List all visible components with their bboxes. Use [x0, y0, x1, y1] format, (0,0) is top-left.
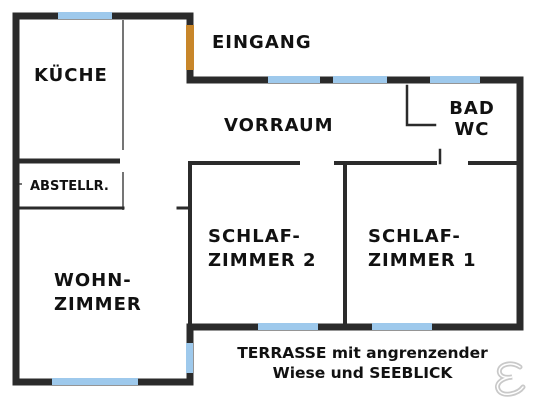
room-bad-line2: WC [454, 118, 490, 140]
room-schlafzimmer-2-line1: SCHLAF- [208, 226, 301, 247]
room-wohnzimmer-line2: ZIMMER [54, 293, 142, 315]
opening-kitchen [120, 150, 126, 172]
terrace-caption-line2: Wiese und SEEBLICK [272, 363, 453, 382]
window-living-bottom [52, 378, 138, 385]
room-abstellraum: ABSTELLR. [30, 179, 109, 194]
windows [52, 12, 480, 385]
room-schlafzimmer-1: SCHLAF- ZIMMER 1 [368, 226, 477, 271]
room-schlafzimmer-2-line2: ZIMMER 2 [208, 249, 317, 271]
room-kueche: KÜCHE [34, 65, 108, 86]
watermark-logo-icon [495, 361, 526, 397]
window-hall-1 [268, 76, 320, 83]
opening-bedrooms [300, 160, 334, 166]
room-bad-wc: BAD WC [442, 98, 502, 140]
room-schlafzimmer-2: SCHLAF- ZIMMER 2 [208, 226, 317, 271]
window-bedroom1-bottom [372, 323, 432, 330]
window-living-east [186, 343, 193, 373]
wall-bath-west [405, 84, 437, 127]
window-bedroom2-bottom [258, 323, 318, 330]
entrance-door [186, 25, 194, 70]
window-kitchen-top [58, 12, 112, 19]
room-vorraum: VORRAUM [224, 115, 334, 136]
window-bath [430, 76, 480, 83]
label-eingang: EINGANG [212, 32, 312, 53]
room-wohnzimmer-line1: WOHN- [54, 270, 132, 291]
room-wohnzimmer: WOHN- ZIMMER [54, 270, 142, 315]
room-schlafzimmer-1-line1: SCHLAF- [368, 226, 461, 247]
room-schlafzimmer-1-line2: ZIMMER 1 [368, 249, 477, 271]
terrace-caption-line1: TERRASSE mit angrenzender [237, 344, 488, 362]
terrace-caption: TERRASSE mit angrenzender Wiese und SEEB… [190, 344, 535, 383]
window-hall-2 [333, 76, 387, 83]
door-openings [120, 150, 334, 172]
interior-lines [16, 20, 124, 210]
room-bad-line1: BAD [449, 98, 495, 119]
